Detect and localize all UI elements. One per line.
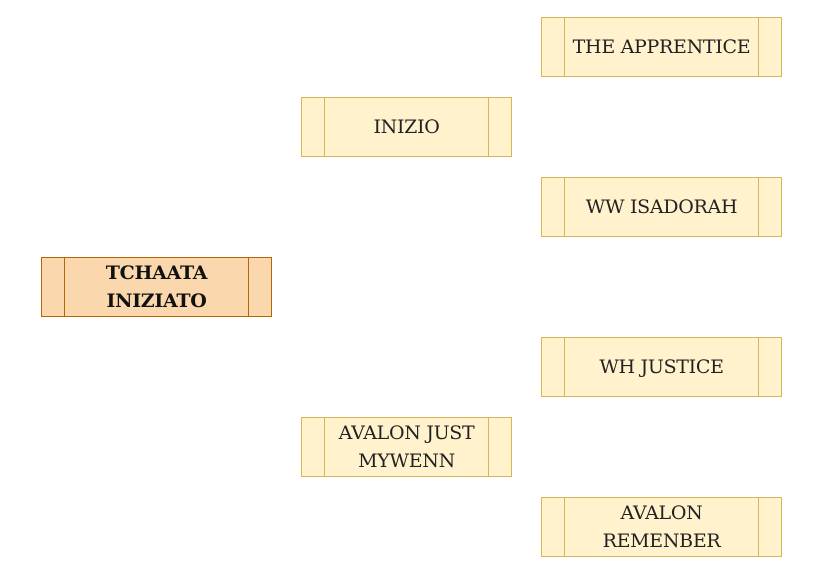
parent-box-dam[interactable]: AVALON JUST MYWENN <box>301 417 512 477</box>
grandparent-box[interactable]: WH JUSTICE <box>541 337 782 397</box>
box-left-bar <box>42 258 65 316</box>
box-right-bar <box>758 498 781 556</box>
grandparent-name: WW ISADORAH <box>585 196 738 218</box>
box-left-bar <box>302 98 325 156</box>
parent-box-sire[interactable]: INIZIO <box>301 97 512 157</box>
box-right-bar <box>758 178 781 236</box>
box-right-bar <box>488 418 511 476</box>
grandparent-box[interactable]: WW ISADORAH <box>541 177 782 237</box>
box-left-bar <box>542 178 565 236</box>
box-left-bar <box>542 498 565 556</box>
box-right-bar <box>248 258 271 316</box>
box-right-bar <box>758 18 781 76</box>
grandparent-box[interactable]: THE APPRENTICE <box>541 17 782 77</box>
box-left-bar <box>302 418 325 476</box>
grandparent-name: THE APPRENTICE <box>572 36 751 58</box>
subject-name: TCHAATA INIZIATO <box>105 262 208 312</box>
parent-name: AVALON JUST MYWENN <box>338 422 475 472</box>
grandparent-name: WH JUSTICE <box>599 356 724 378</box>
box-left-bar <box>542 338 565 396</box>
subject-box[interactable]: TCHAATA INIZIATO <box>41 257 272 317</box>
grandparent-box[interactable]: AVALON REMENBER <box>541 497 782 557</box>
box-right-bar <box>488 98 511 156</box>
parent-name: INIZIO <box>373 116 440 138</box>
grandparent-name: AVALON REMENBER <box>602 502 721 552</box>
box-right-bar <box>758 338 781 396</box>
box-left-bar <box>542 18 565 76</box>
